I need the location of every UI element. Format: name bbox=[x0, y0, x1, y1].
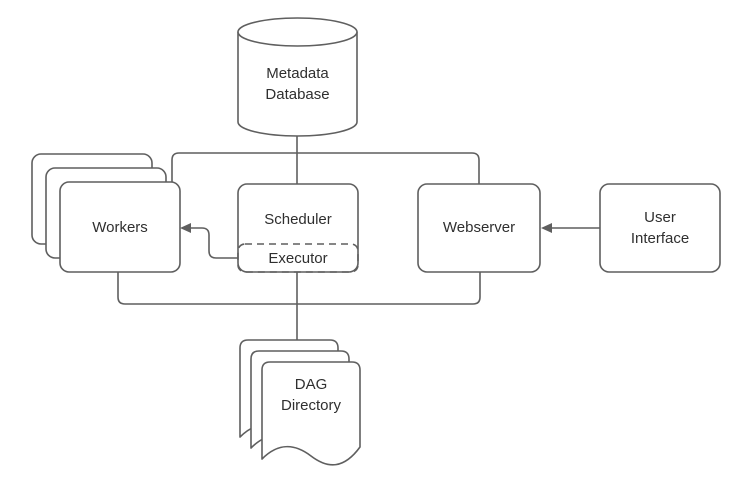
node-executor[interactable]: Executor bbox=[237, 243, 359, 273]
dag-directory-label-line2: Directory bbox=[281, 397, 342, 414]
arrowhead-workers bbox=[180, 223, 191, 233]
user-interface-label-line1: User bbox=[644, 209, 676, 226]
executor-box bbox=[237, 243, 359, 273]
dag-directory-stack-front bbox=[261, 361, 361, 466]
node-user-interface[interactable]: User Interface bbox=[599, 183, 721, 273]
scheduler-label: Scheduler bbox=[264, 211, 332, 228]
executor-label: Executor bbox=[268, 250, 327, 267]
workers-label: Workers bbox=[92, 219, 148, 236]
metadata-database-label-line1: Metadata bbox=[266, 65, 329, 82]
webserver-box bbox=[417, 183, 541, 273]
node-scheduler[interactable]: Scheduler bbox=[237, 183, 359, 273]
arrowhead-webserver bbox=[541, 223, 552, 233]
workers-stack-front bbox=[59, 181, 181, 273]
node-webserver[interactable]: Webserver bbox=[417, 183, 541, 273]
dag-directory-label-line1: DAG bbox=[295, 376, 328, 393]
user-interface-label-line2: Interface bbox=[631, 230, 689, 247]
edge-user-interface-to-webserver bbox=[541, 223, 600, 233]
node-workers[interactable]: Workers bbox=[31, 153, 181, 273]
user-interface-box bbox=[599, 183, 721, 273]
node-dag-directory[interactable]: DAG Directory bbox=[239, 339, 361, 466]
metadata-database-label-line2: Database bbox=[265, 86, 329, 103]
edge-executor-to-workers bbox=[180, 223, 238, 259]
webserver-label: Webserver bbox=[443, 219, 515, 236]
node-metadata-database[interactable]: Metadata Database bbox=[237, 17, 358, 137]
